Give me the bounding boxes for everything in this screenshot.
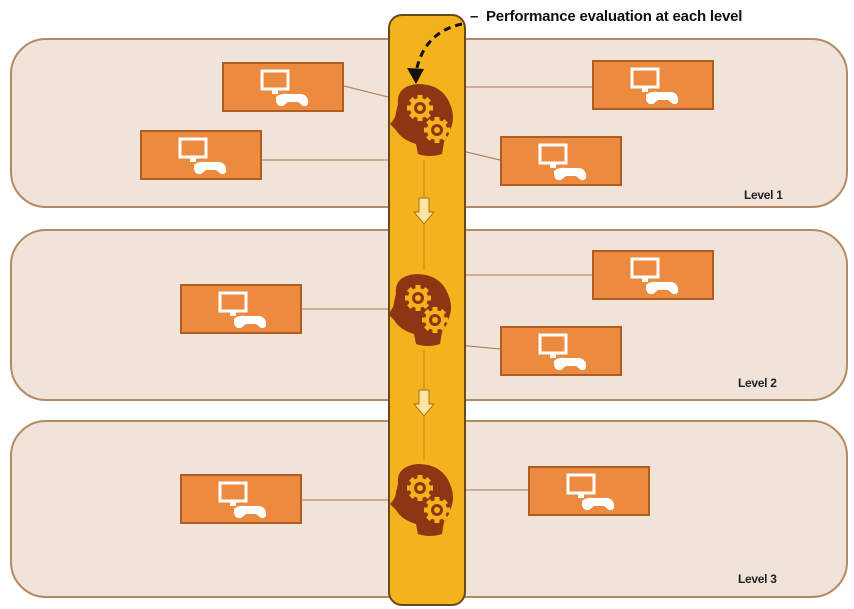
monitor-gamepad-icon xyxy=(218,481,267,519)
monitor-gamepad-icon xyxy=(260,69,309,107)
diagram-title: Performance evaluation at each level xyxy=(486,8,743,25)
device-box xyxy=(500,326,622,376)
monitor-gamepad-icon xyxy=(630,67,679,105)
device-box xyxy=(180,474,302,524)
device-box xyxy=(222,62,344,112)
device-box xyxy=(592,60,714,110)
level-3-label: Level 3 xyxy=(738,572,777,586)
level-1-label: Level 1 xyxy=(744,188,783,202)
level-2-label: Level 2 xyxy=(738,376,777,390)
head-gears-icon xyxy=(390,464,453,536)
head-gears-icon xyxy=(390,84,453,156)
device-box xyxy=(592,250,714,300)
monitor-gamepad-icon xyxy=(566,473,615,511)
title-dash: – xyxy=(470,8,479,25)
monitor-gamepad-icon xyxy=(538,143,587,181)
head-gears-icon xyxy=(388,274,451,346)
device-box xyxy=(500,136,622,186)
monitor-gamepad-icon xyxy=(218,291,267,329)
down-arrow-icon xyxy=(412,389,436,417)
device-box xyxy=(528,466,650,516)
down-arrow-icon xyxy=(412,197,436,225)
device-box xyxy=(180,284,302,334)
monitor-gamepad-icon xyxy=(178,137,227,175)
monitor-gamepad-icon xyxy=(630,257,679,295)
monitor-gamepad-icon xyxy=(538,333,587,371)
callout-arrow xyxy=(407,22,463,84)
device-box xyxy=(140,130,262,180)
